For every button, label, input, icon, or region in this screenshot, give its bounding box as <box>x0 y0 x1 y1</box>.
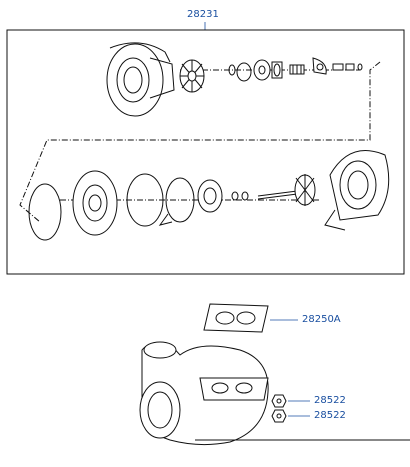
bearing-sleeve <box>271 61 283 79</box>
assembled-turbocharger <box>139 341 410 446</box>
compressor-wheel <box>179 59 205 93</box>
v-band-clamp <box>158 177 195 226</box>
upper-ring-1 <box>228 64 236 76</box>
exploded-view-frame <box>6 29 405 275</box>
turbine-housing <box>324 150 390 231</box>
screw-set <box>332 63 363 71</box>
seal-ring-large <box>28 183 62 241</box>
backplate <box>72 170 118 236</box>
nut-lower <box>271 409 287 423</box>
callout-nut-lower: 28522 <box>314 410 346 421</box>
shaft-seal-ring-2 <box>241 191 249 201</box>
thrust-plate <box>312 57 327 75</box>
callout-assembly: 28231 <box>187 9 219 20</box>
assembly-axis-line <box>19 61 381 223</box>
upper-ring-2 <box>236 62 252 82</box>
thrust-collar <box>253 59 271 81</box>
callout-nut-upper: 28522 <box>314 395 346 406</box>
heat-shield <box>197 179 223 213</box>
bushing <box>289 64 305 75</box>
nut-upper <box>271 394 287 408</box>
shaft-seal-ring-1 <box>231 191 239 201</box>
exhaust-gasket <box>203 303 269 333</box>
compressor-housing <box>106 42 175 117</box>
callout-gasket: 28250A <box>302 314 341 325</box>
retaining-ring <box>126 173 164 227</box>
turbine-wheel <box>294 174 316 206</box>
